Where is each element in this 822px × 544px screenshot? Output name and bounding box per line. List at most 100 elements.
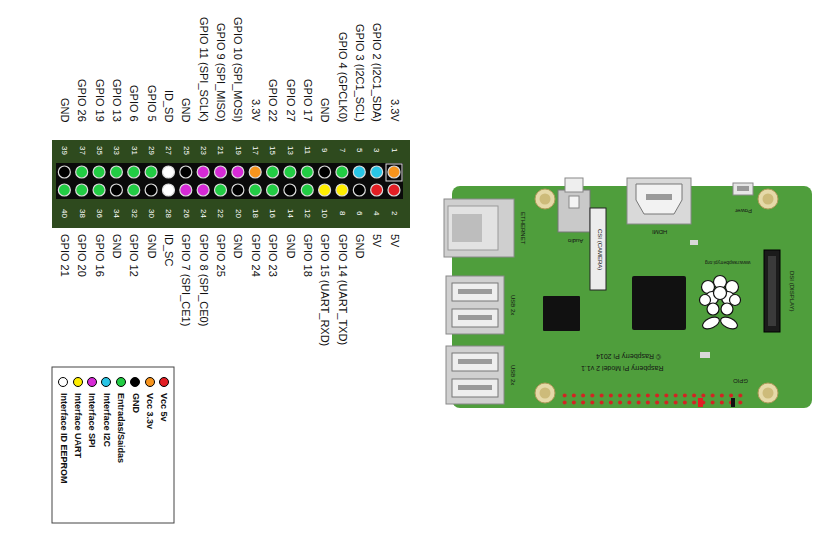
pin-number: 2	[389, 211, 399, 215]
pin-number: 13	[285, 146, 295, 155]
pin-name: GND	[144, 234, 157, 258]
pin-number: 31	[129, 146, 139, 155]
legend-swatch	[87, 377, 97, 387]
pin-number: 25	[181, 146, 191, 155]
pin	[58, 166, 70, 178]
connector-label: CSI (CAMERA)	[595, 229, 602, 270]
connector-label: DSI (DISPLAY)	[787, 271, 794, 312]
pin-number: 1	[389, 148, 399, 152]
pin-name: GPIO 25	[214, 234, 227, 277]
legend-swatch	[116, 377, 126, 387]
pin	[267, 166, 279, 178]
pin	[110, 184, 122, 196]
pin-name: ID_SD	[162, 90, 175, 122]
pin-number: 21	[216, 146, 226, 155]
pin-number: 9	[320, 148, 330, 152]
legend-text: GND	[130, 393, 141, 413]
pin-number: 19	[233, 146, 243, 155]
legend-text: Interface ID EEPROM	[58, 393, 69, 484]
pin-number: 7	[337, 148, 347, 152]
pin	[58, 184, 70, 196]
legend-swatch	[130, 377, 140, 387]
pin-number: 8	[337, 211, 347, 215]
pin-name: GND	[231, 234, 244, 258]
pin-name: GPIO 2 (I2C1_SDA)	[370, 23, 383, 122]
pin-number: 6	[355, 211, 365, 215]
pin	[371, 184, 383, 196]
pin	[162, 166, 174, 178]
pin-number: 3	[372, 148, 382, 152]
pin	[319, 184, 331, 196]
pin	[249, 166, 261, 178]
pin-number: 15	[268, 146, 278, 155]
pin-one-pad	[386, 164, 402, 181]
pin-name: GND	[110, 234, 123, 258]
pin-name: GPIO 27	[283, 79, 296, 122]
pin	[301, 184, 313, 196]
legend-text: Interface UART	[72, 393, 83, 458]
port-label: HDMI	[652, 228, 667, 235]
pin	[232, 184, 244, 196]
pin	[110, 166, 122, 178]
pin	[76, 166, 88, 178]
pin-number: 11	[302, 146, 312, 154]
board-url: www.raspberrypi.org	[705, 260, 751, 266]
pin-name: GND	[353, 234, 366, 258]
pin-number: 16	[268, 209, 278, 218]
pin	[249, 184, 261, 196]
pin	[336, 166, 348, 178]
pin-number: 36	[94, 209, 104, 218]
board-copyright: © Raspberry Pi 2014	[596, 352, 661, 360]
pin-number: 28	[164, 209, 174, 218]
pin	[128, 166, 140, 178]
pin-number: 38	[77, 209, 87, 218]
pin-name: 5V	[370, 234, 383, 247]
pin	[284, 166, 296, 178]
pin	[145, 166, 157, 178]
header-board	[52, 140, 410, 228]
pin	[319, 166, 331, 178]
port-label: USB 2x	[508, 295, 515, 315]
pin	[93, 184, 105, 196]
pin	[180, 184, 192, 196]
pin-number: 27	[164, 146, 174, 155]
pin-number: 29	[146, 146, 156, 155]
pin-number: 40	[60, 209, 70, 218]
pin-number: 17	[250, 146, 260, 155]
pin	[93, 166, 105, 178]
port-label: Audio	[568, 237, 583, 244]
pin-number: 24	[198, 209, 208, 218]
legend-swatch	[159, 377, 169, 387]
pin-name: GPIO 19	[92, 79, 105, 122]
pin-name: GND	[58, 98, 71, 122]
pin	[145, 184, 157, 196]
pin	[336, 184, 348, 196]
pin-number: 10	[320, 209, 330, 218]
board-model: Raspberry Pi Model 2 v1.1	[581, 364, 663, 372]
pin	[162, 184, 174, 196]
header-socket	[56, 163, 403, 199]
pin	[301, 166, 313, 178]
pin	[232, 166, 244, 178]
pin-number: 37	[77, 146, 87, 155]
pin-name: GPIO 18	[301, 234, 314, 277]
port-label: USB 2x	[508, 365, 515, 385]
pin-name: GPIO 4 (GPCLK0)	[335, 32, 348, 122]
legend-text: Interface I2C	[101, 393, 112, 447]
pin-name: GND	[283, 234, 296, 258]
pin-number: 20	[233, 209, 243, 218]
pin	[388, 166, 400, 178]
pin	[284, 184, 296, 196]
pin-name: GPIO 5	[144, 85, 157, 122]
pin-number: 39	[60, 146, 70, 155]
pin-name: 3.3V	[249, 99, 262, 122]
pin-name: GPIO 14 (UART_TXD)	[335, 234, 348, 345]
pin-name: GPIO 8 (SPI_CE0)	[197, 234, 210, 326]
legend-box	[52, 367, 174, 523]
pin-name: GPIO 16	[92, 234, 105, 277]
pin-number: 22	[216, 209, 226, 218]
pin-name: GPIO 22	[266, 79, 279, 122]
pin-number: 34	[112, 209, 122, 218]
pin	[128, 184, 140, 196]
legend-swatch	[101, 377, 111, 387]
